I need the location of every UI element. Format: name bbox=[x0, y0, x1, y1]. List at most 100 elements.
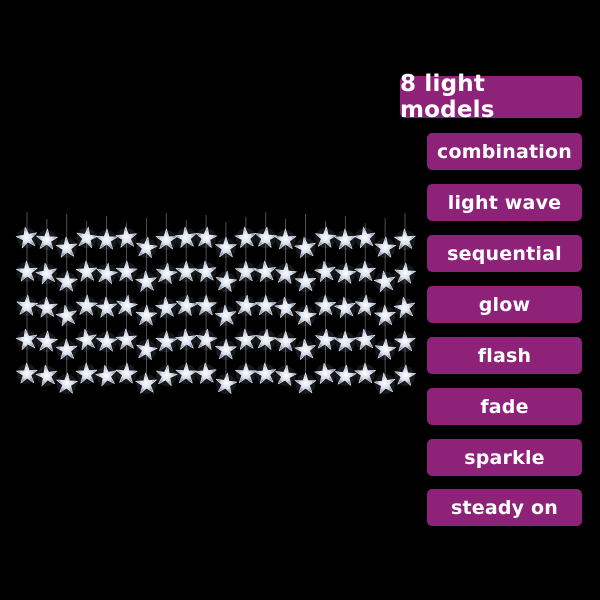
star-icon bbox=[294, 270, 317, 292]
star-icon bbox=[55, 236, 78, 258]
mode-label: sparkle bbox=[464, 446, 545, 469]
star-icon bbox=[315, 226, 337, 248]
mode-label: light wave bbox=[447, 191, 562, 214]
star-icon bbox=[16, 294, 38, 316]
star-icon bbox=[274, 296, 296, 318]
star-icon bbox=[354, 362, 376, 384]
star-icon bbox=[314, 260, 336, 282]
star-icon bbox=[315, 328, 337, 350]
mode-light-wave: light wave bbox=[427, 184, 582, 221]
mode-flash: flash bbox=[427, 337, 582, 374]
star-icon bbox=[35, 364, 57, 387]
mode-label: flash bbox=[477, 344, 532, 367]
star-icon bbox=[195, 294, 217, 316]
star-icon bbox=[255, 294, 277, 316]
star-icon bbox=[274, 330, 297, 352]
star-icon bbox=[95, 364, 117, 387]
star-icon bbox=[155, 228, 178, 250]
mode-sequential: sequential bbox=[427, 235, 582, 272]
star-icon bbox=[255, 328, 277, 350]
star-icon bbox=[314, 362, 336, 384]
star-icon bbox=[115, 226, 137, 248]
star-icon bbox=[175, 362, 197, 384]
star-icon bbox=[155, 296, 177, 318]
star-icon bbox=[115, 260, 138, 282]
star-icon bbox=[15, 328, 38, 351]
star-icon bbox=[334, 262, 357, 284]
mode-glow: glow bbox=[427, 286, 582, 323]
star-icon bbox=[156, 364, 178, 387]
star-icon bbox=[56, 270, 78, 292]
star-icon bbox=[136, 338, 158, 361]
star-icon bbox=[135, 304, 158, 326]
star-icon bbox=[95, 296, 118, 318]
star-icon bbox=[175, 328, 197, 350]
star-icon bbox=[294, 372, 317, 394]
star-icon bbox=[176, 294, 198, 316]
star-icon bbox=[96, 330, 118, 352]
star-icon bbox=[394, 228, 416, 250]
star-icon bbox=[116, 294, 138, 317]
star-icon bbox=[195, 226, 218, 248]
star-icon bbox=[275, 364, 297, 386]
star-icon bbox=[195, 328, 218, 350]
star-icon bbox=[16, 260, 38, 282]
star-icon bbox=[334, 296, 356, 318]
star-icon bbox=[294, 236, 316, 258]
star-icon bbox=[175, 260, 197, 282]
star-icon bbox=[334, 330, 356, 352]
star-icon bbox=[235, 362, 257, 384]
star-icon bbox=[294, 338, 316, 360]
mode-label: steady on bbox=[450, 496, 559, 519]
star-icon bbox=[394, 364, 416, 386]
star-icon bbox=[155, 330, 178, 352]
star-icon bbox=[15, 226, 37, 249]
star-icon bbox=[334, 228, 356, 250]
star-icon bbox=[136, 236, 158, 258]
star-icon bbox=[36, 228, 58, 250]
star-icon bbox=[274, 228, 297, 250]
mode-label: fade bbox=[480, 395, 529, 418]
star-lights bbox=[15, 226, 416, 394]
star-icon bbox=[275, 262, 297, 284]
star-icon bbox=[394, 330, 416, 352]
star-icon bbox=[16, 362, 38, 384]
star-icon bbox=[75, 260, 98, 282]
star-icon bbox=[55, 304, 77, 327]
header-label: 8 light models bbox=[400, 71, 495, 123]
star-icon bbox=[314, 294, 337, 316]
star-icon bbox=[393, 296, 416, 319]
star-icon bbox=[254, 260, 276, 282]
star-icon bbox=[215, 338, 237, 360]
star-icon bbox=[354, 260, 376, 282]
star-icon bbox=[374, 304, 396, 326]
star-icon bbox=[354, 294, 377, 316]
star-icon bbox=[214, 304, 237, 326]
star-icon bbox=[215, 236, 237, 258]
mode-label: combination bbox=[437, 140, 572, 163]
mode-fade: fade bbox=[427, 388, 582, 425]
mode-sparkle: sparkle bbox=[427, 439, 582, 476]
mode-label: sequential bbox=[447, 242, 562, 265]
star-icon bbox=[96, 262, 118, 285]
star-icon bbox=[36, 296, 58, 318]
mode-steady-on: steady on bbox=[427, 489, 582, 526]
star-icon bbox=[215, 372, 238, 394]
star-icon bbox=[295, 304, 317, 326]
star-icon bbox=[115, 362, 138, 384]
star-icon bbox=[374, 372, 396, 394]
star-icon bbox=[195, 260, 217, 282]
star-icon bbox=[255, 226, 277, 248]
star-icon bbox=[373, 270, 396, 293]
star-icon bbox=[354, 226, 376, 249]
star-icon bbox=[75, 328, 97, 351]
star-icon bbox=[175, 226, 197, 248]
star-icon bbox=[335, 364, 357, 386]
mode-combination: combination bbox=[427, 133, 582, 170]
mode-label: glow bbox=[478, 293, 531, 316]
light-models-header: 8 light models bbox=[400, 71, 582, 123]
star-icon bbox=[195, 362, 217, 384]
star-icon bbox=[76, 294, 98, 316]
star-icon bbox=[55, 338, 78, 360]
